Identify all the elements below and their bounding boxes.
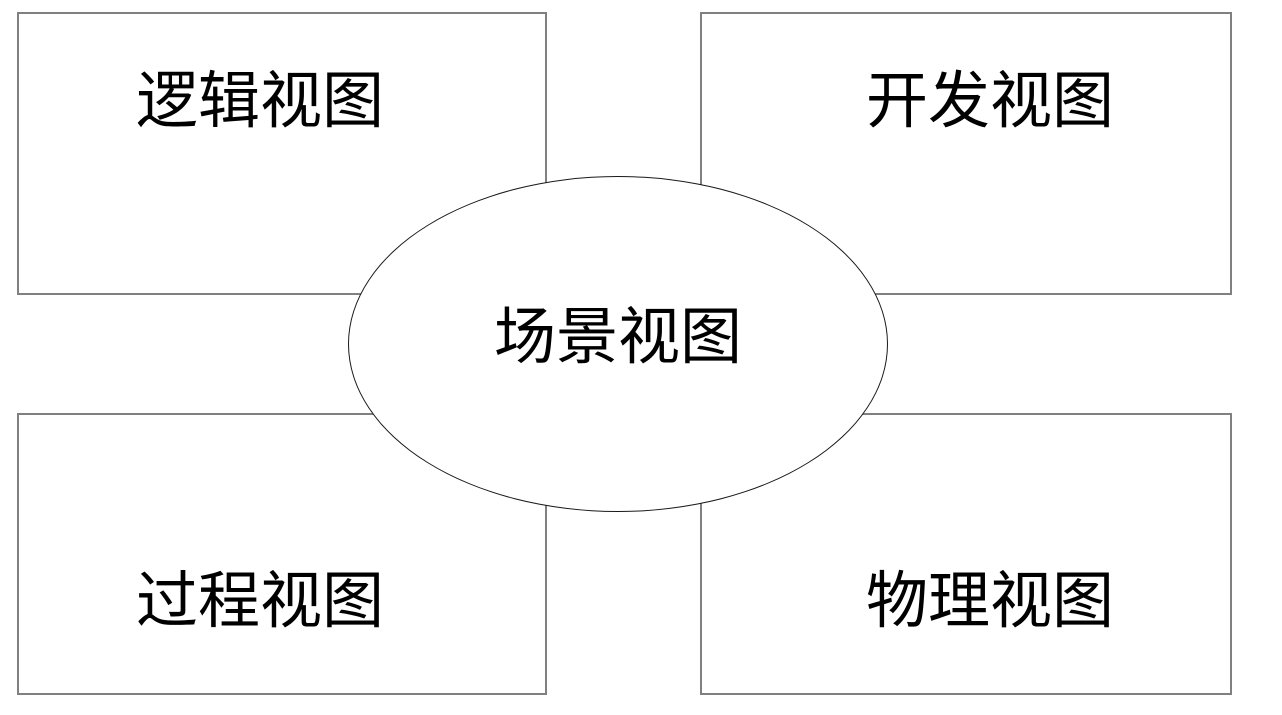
development-view-label: 开发视图 — [865, 66, 1114, 136]
process-view-label: 过程视图 — [135, 567, 384, 636]
development-view-box[interactable]: 开发视图 — [700, 12, 1232, 295]
physical-view-label: 物理视图 — [865, 567, 1114, 636]
physical-view-box[interactable]: 物理视图 — [700, 413, 1232, 695]
scenario-view-label: 场景视图 — [493, 303, 742, 372]
logical-view-label: 逻辑视图 — [135, 66, 384, 136]
logical-view-box[interactable]: 逻辑视图 — [17, 12, 547, 295]
scenario-view-ellipse[interactable]: 场景视图 — [348, 176, 888, 512]
